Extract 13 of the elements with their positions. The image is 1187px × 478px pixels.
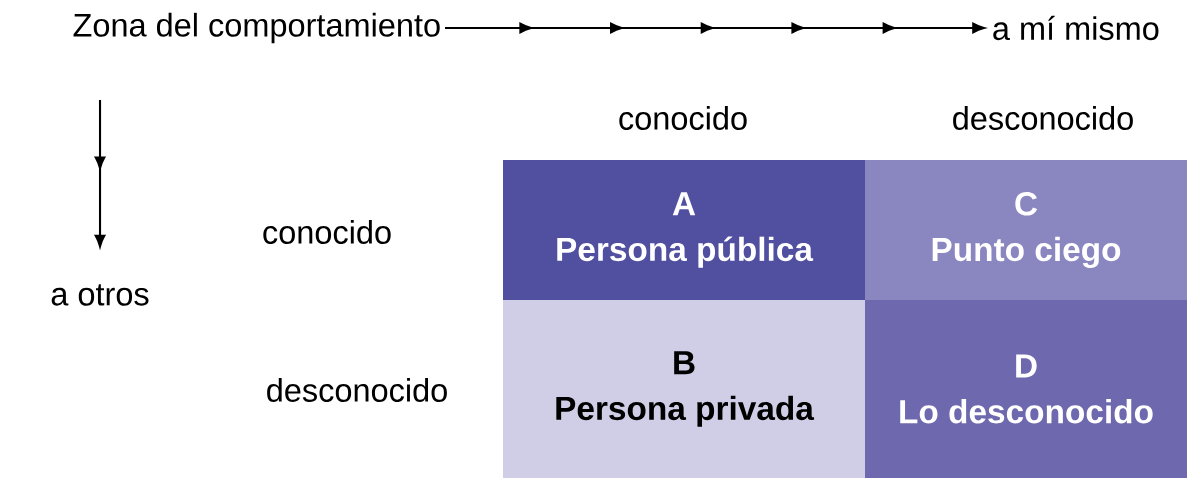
arrow — [445, 22, 985, 34]
quadrant-box: A Persona pública — [503, 160, 865, 300]
axis-label: a otros — [51, 284, 149, 306]
quadrant-box: B Persona privada — [503, 300, 865, 478]
header-label: desconocido — [953, 106, 1133, 130]
header-label: desconocido — [267, 378, 447, 402]
header-label: conocido — [619, 106, 747, 130]
axis-label: a mí mismo — [993, 15, 1159, 41]
axis-label: Zona del comportamiento — [73, 12, 440, 44]
header-label: conocido — [263, 220, 391, 244]
quadrant-box: D Lo desconocido — [865, 300, 1187, 478]
quadrant-box: C Punto ciego — [865, 160, 1187, 300]
arrow — [94, 100, 106, 248]
